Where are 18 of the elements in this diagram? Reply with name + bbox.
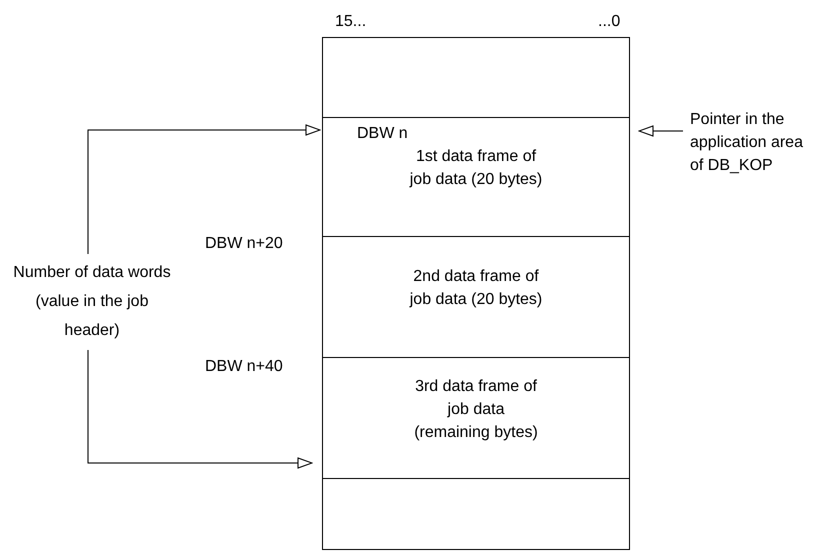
- annotation-text: Pointer in the application area of DB_KOP: [690, 108, 808, 177]
- address-label: DBW n+20: [205, 234, 283, 254]
- annotation-text: Number of data words (value in the job header): [12, 258, 172, 345]
- arrow: [638, 126, 684, 136]
- memory-row-box: [322, 37, 630, 118]
- address-label: DBW n+40: [205, 357, 283, 377]
- address-label: DBW n: [357, 124, 408, 144]
- bit-range-label: ...0: [598, 12, 620, 32]
- data-frame-box: [322, 357, 630, 479]
- frame-description: 1st data frame of job data (20 bytes): [408, 147, 544, 190]
- bit-range-label: 15...: [335, 12, 366, 32]
- arrow: [88, 350, 312, 468]
- data-frame-box: [322, 117, 630, 237]
- frame-description: 3rd data frame of job data (remaining bytes): [413, 376, 539, 442]
- frame-description: 2nd data frame of job data (20 bytes): [408, 267, 544, 310]
- data-frame-box: [322, 236, 630, 358]
- arrow: [88, 124, 320, 254]
- memory-row-box: [322, 478, 630, 550]
